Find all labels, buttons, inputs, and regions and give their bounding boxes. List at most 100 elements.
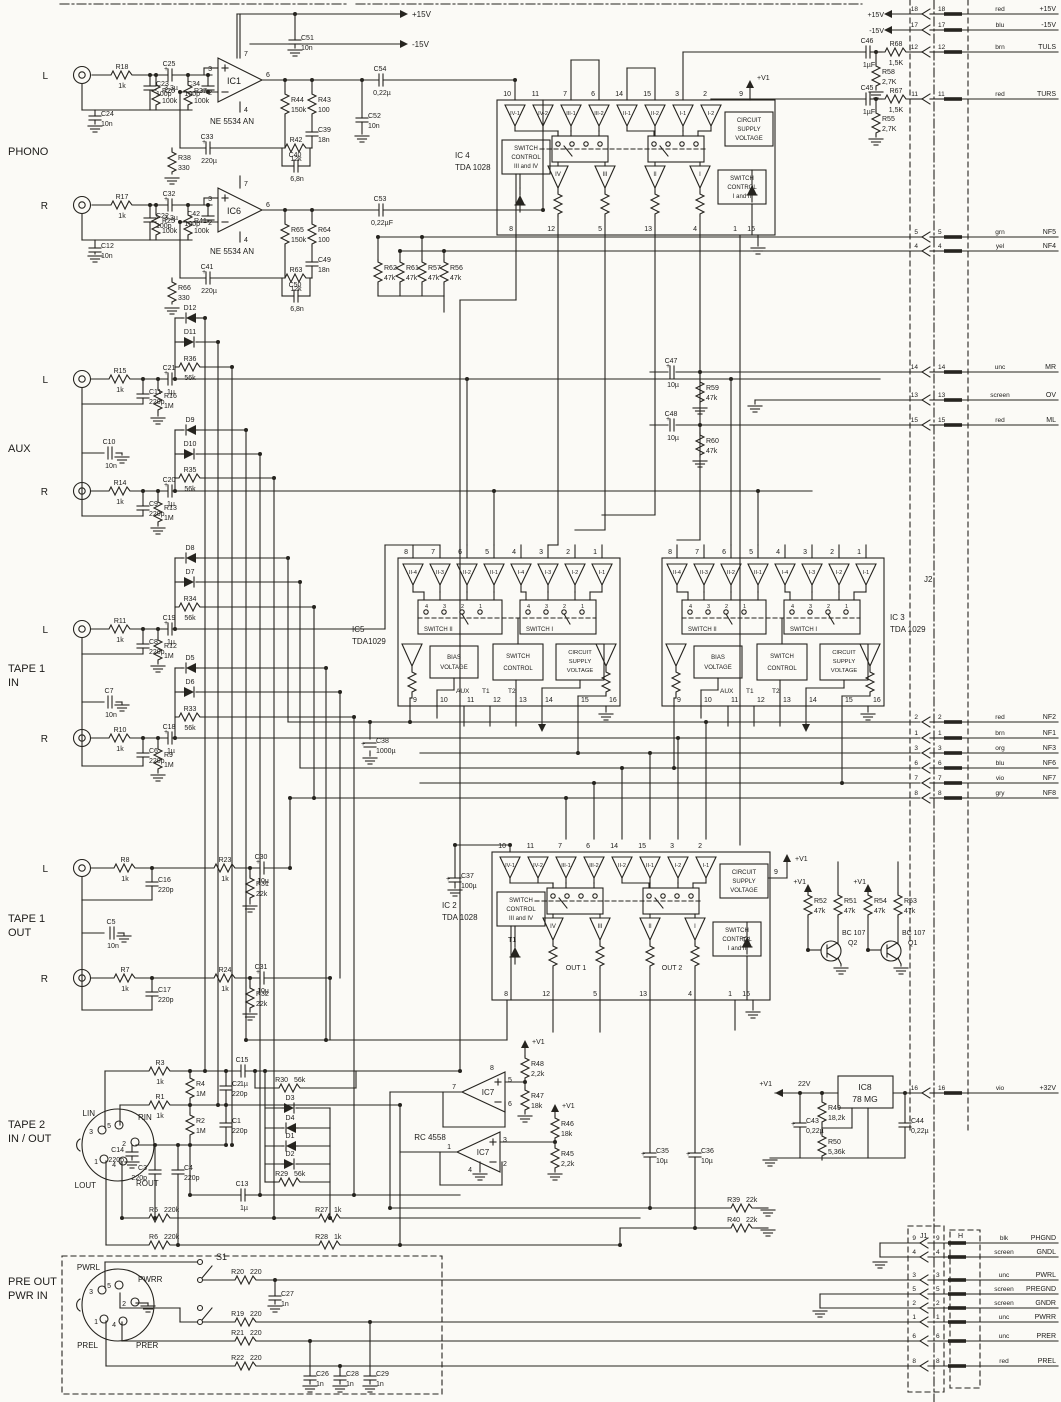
connector-pin-icon [919, 1256, 929, 1263]
label: 3 [670, 843, 674, 850]
component-R45: R45 [561, 1151, 574, 1158]
junction-dot [178, 90, 182, 94]
label: + [256, 969, 260, 976]
connector-pin-icon [919, 1237, 929, 1244]
component-R59: 47k [706, 395, 718, 402]
label: VOLTAGE [440, 665, 467, 671]
component-C13: 1µ [240, 1205, 248, 1212]
component-R39: R39 [727, 1197, 740, 1204]
label: 2 [566, 549, 570, 556]
component-C30: C30 [255, 854, 268, 861]
arrow-icon [783, 854, 791, 862]
label: 1 [581, 604, 584, 610]
resistor-icon [210, 862, 240, 874]
resistor-icon [864, 669, 876, 695]
section-aux: AUX [8, 443, 31, 455]
arrow-icon [538, 724, 546, 732]
label: 2 [703, 91, 707, 98]
junction-dot [293, 12, 297, 16]
junction-dot [148, 73, 152, 77]
component-R20: R20 [231, 1269, 244, 1276]
diode-icon [184, 577, 194, 587]
din-label: LIN [83, 1109, 96, 1118]
junction-dot [248, 866, 252, 870]
component-R44: 150k [291, 107, 307, 114]
connector-pin-icon [919, 1251, 929, 1258]
label: 6 [722, 549, 726, 556]
j1-label: J1 [920, 1233, 928, 1240]
connector-pin-bar [948, 1278, 966, 1282]
label: IC7 [482, 1088, 495, 1097]
input-jack-icon [78, 487, 86, 495]
label: 4 [112, 1322, 116, 1329]
pin-number: 9 [912, 1235, 916, 1242]
junction-dot [324, 1038, 328, 1042]
wire [563, 145, 573, 157]
connector-pin-icon [919, 1293, 929, 1300]
component-C22: 100p [156, 223, 172, 230]
component-C1: 220p [232, 1128, 248, 1135]
label: SWITCH [725, 928, 749, 934]
connector-pin-icon [919, 1242, 929, 1249]
diode-icon [186, 553, 196, 563]
label: 2 [503, 1161, 507, 1168]
component-C25: C25 [163, 61, 176, 68]
connector-pin-icon [919, 1360, 929, 1367]
junction-dot [258, 1193, 262, 1197]
amp-tri [639, 856, 661, 880]
amp-tri [532, 104, 554, 128]
label: 3 [707, 604, 710, 610]
label: 5 [107, 1123, 111, 1130]
junction-dot [693, 1226, 697, 1230]
component-R14: 1k [116, 499, 124, 506]
resistor-icon [832, 892, 844, 918]
component-R45: 2,2k [561, 1161, 575, 1168]
pin-number: 5 [912, 1286, 916, 1293]
junction-dot [188, 1143, 192, 1147]
component-R11: R11 [114, 618, 126, 625]
component-C29: 1n [376, 1381, 384, 1388]
label: CONTROL [503, 666, 533, 672]
component-D6: D6 [186, 679, 195, 686]
block-box [756, 643, 808, 681]
component-C30: 10µ [257, 878, 269, 885]
component-C4: C4 [184, 1165, 193, 1172]
junction-dot [648, 751, 652, 755]
resistor-icon [231, 1360, 261, 1372]
component-R43: R43 [318, 97, 331, 104]
component-R2: R2 [196, 1118, 205, 1125]
label: I-2 [836, 570, 842, 576]
component-R29: 56k [294, 1171, 306, 1178]
component-C38: C38 [376, 738, 389, 745]
component-C35: 10µ [656, 1158, 668, 1165]
component-C5: C5 [107, 919, 116, 926]
component-R64: R64 [318, 227, 331, 234]
component-C51: 10n [301, 45, 313, 52]
resistor-icon [727, 1202, 757, 1214]
label: T2 [508, 688, 516, 695]
junction-dot [553, 1140, 557, 1144]
input-jack-icon [72, 619, 92, 639]
out-amp-tri [595, 643, 617, 668]
amp-tri [855, 563, 877, 587]
label: III-2 [594, 111, 603, 117]
component-R50: 5,36k [828, 1149, 846, 1156]
connector-pin-icon [919, 1316, 929, 1323]
junction-dot [866, 948, 870, 952]
connector-pin-icon [921, 777, 931, 784]
resistor-icon [315, 1212, 345, 1224]
junction-dot [230, 365, 234, 369]
junction-dot [141, 489, 145, 493]
resistor-icon [275, 1176, 305, 1188]
junction-dot [224, 1103, 228, 1107]
amp-tri [537, 563, 559, 587]
connector-pin-icon [921, 721, 931, 728]
wire-color: vio [996, 775, 1005, 782]
wire [201, 1265, 213, 1279]
component-R52: R52 [814, 898, 827, 905]
block-box [837, 1075, 894, 1109]
resistor-icon [816, 1099, 828, 1125]
resistor-icon [152, 499, 164, 525]
connector-pin-icon [921, 732, 931, 739]
ic8-part: 78 MG [852, 1094, 878, 1104]
